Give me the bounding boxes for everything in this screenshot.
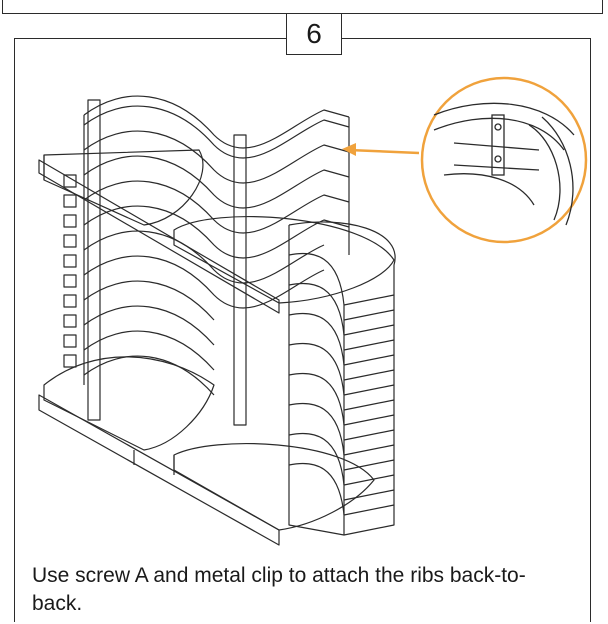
bottom-left-tray-icon bbox=[43, 356, 215, 451]
instruction-text: Use screw A and metal clip to attach the… bbox=[32, 564, 526, 615]
post-middle-icon bbox=[233, 134, 247, 426]
top-left-tray-icon bbox=[43, 149, 204, 226]
bottom-right-tray-icon bbox=[173, 443, 375, 531]
top-right-tray-icon bbox=[173, 216, 395, 304]
step-number-box: 6 bbox=[286, 13, 342, 55]
step-number: 6 bbox=[306, 18, 322, 49]
screw-and-clip-detail-icon bbox=[342, 76, 588, 244]
top-bar-icon bbox=[38, 159, 280, 314]
left-rib-ends-icon bbox=[63, 174, 77, 368]
bottom-bar-icon bbox=[38, 394, 280, 546]
post-left-icon bbox=[87, 99, 101, 421]
assembly-illustration-icon bbox=[38, 76, 588, 546]
front-right-ribs-icon bbox=[288, 221, 396, 536]
previous-step-panel-edge bbox=[2, 0, 603, 14]
back-wall-ribs-icon bbox=[83, 95, 350, 396]
